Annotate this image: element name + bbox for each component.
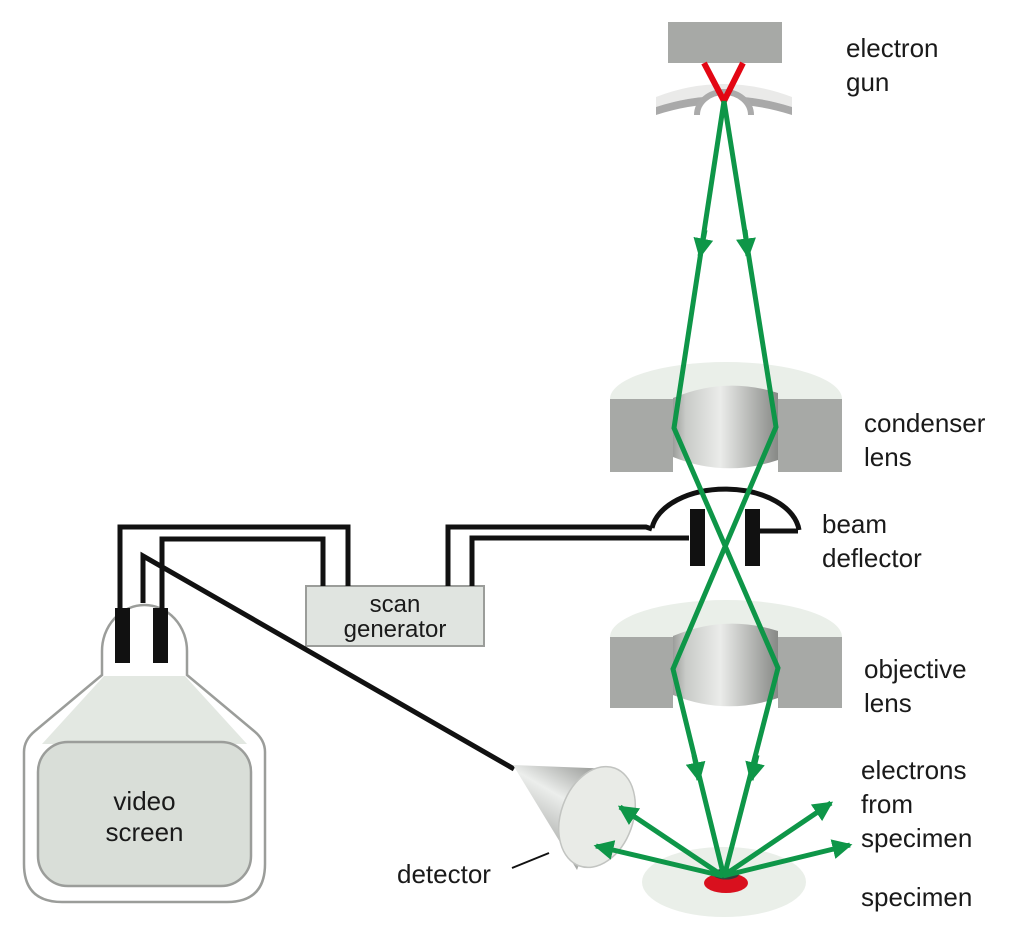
wire-scan-to-crt-outer <box>117 524 351 614</box>
electron-beam <box>593 100 853 879</box>
video-screen-crt <box>22 603 267 904</box>
label-electrons-from-specimen: electrons from specimen <box>861 755 973 853</box>
crt-funnel <box>42 676 247 744</box>
gun-anode-block <box>668 22 782 63</box>
label-electron-gun: electron gun <box>846 33 939 97</box>
label-beam-deflector: beam deflector <box>822 509 922 573</box>
detector <box>513 765 636 870</box>
detector-face <box>558 765 636 869</box>
deflector-plate-left <box>690 509 705 566</box>
specimen <box>642 847 806 917</box>
label-video-screen: video screen <box>105 786 184 847</box>
wires <box>117 524 798 772</box>
beam-arrow-upper-right <box>736 229 756 259</box>
beam-arrow-upper-left <box>693 229 714 259</box>
wire-scan-to-deflector-upper <box>445 524 653 586</box>
label-detector: detector <box>397 859 491 889</box>
beam-deflector <box>649 486 802 566</box>
deflector-plate-right <box>745 509 760 566</box>
beam-arrow-lower-right <box>745 754 765 783</box>
scatter-arrow-left-1 <box>617 804 725 879</box>
scatter-arrow-right-1 <box>721 800 834 879</box>
scatter-arrow-left-2 <box>593 840 724 879</box>
scan-generator-box <box>305 585 485 647</box>
label-condenser-lens: condenser lens <box>864 408 986 472</box>
detector-leader-line <box>511 852 550 869</box>
crt-screen <box>36 740 253 888</box>
wire-scan-to-deflector-lower <box>469 535 689 586</box>
beam-arrow-lower-left <box>685 754 706 783</box>
wire-scan-to-crt-inner <box>159 536 326 614</box>
scatter-arrow-right-2 <box>722 839 853 879</box>
crt-pin-left <box>115 608 130 663</box>
objective-lens <box>610 600 842 708</box>
deflector-dome <box>649 486 802 531</box>
condenser-lens <box>610 362 842 472</box>
crt-pin-right <box>153 608 168 663</box>
specimen-sample <box>704 873 748 893</box>
label-objective-lens: objective lens <box>864 654 967 718</box>
electron-gun <box>656 22 792 116</box>
label-specimen: specimen <box>861 882 973 912</box>
wire-detector-to-crt <box>140 551 516 772</box>
label-scan-generator: scan generator <box>343 591 447 643</box>
